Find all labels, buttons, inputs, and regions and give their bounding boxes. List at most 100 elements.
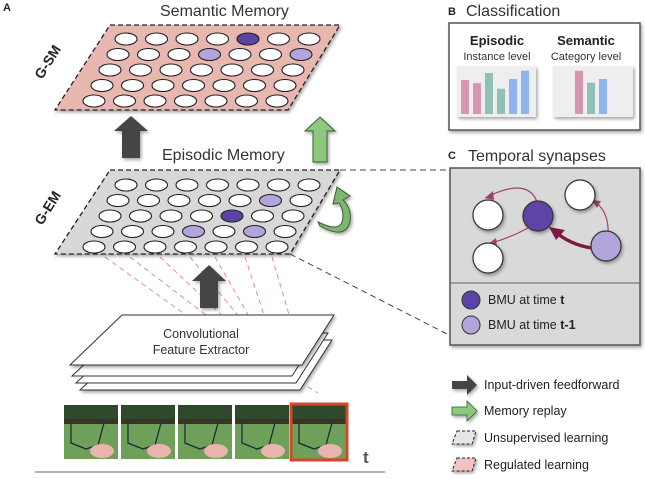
- video-frame: [121, 405, 175, 459]
- semantic-bars: [575, 70, 607, 114]
- node-neutral: [472, 242, 504, 274]
- grid-node: [181, 78, 206, 93]
- zoom-projection-lines: [289, 169, 460, 339]
- grid-node: [143, 240, 167, 254]
- green-arrow-icon: [451, 400, 478, 422]
- grid-node: [234, 240, 259, 254]
- grid-node: [173, 240, 198, 254]
- panel-b-letter: B: [448, 6, 456, 18]
- grid-node: [106, 193, 130, 208]
- grid-node: [159, 209, 183, 223]
- legend-label: Input-driven feedforward: [484, 378, 620, 392]
- grid-node: [98, 63, 122, 77]
- grid-node: [234, 94, 259, 108]
- grid-node: [98, 209, 122, 223]
- glasses-shape: [184, 422, 219, 450]
- grid-node: [212, 224, 236, 239]
- frame-hedge: [235, 405, 289, 419]
- grid-node: [258, 47, 283, 62]
- glasses-shape: [70, 422, 105, 450]
- classification-title: Classification: [466, 3, 560, 20]
- legend-label: Regulated learning: [484, 458, 589, 472]
- grid-node: [189, 63, 214, 77]
- video-frame: [178, 405, 232, 459]
- grid-node: [90, 224, 114, 239]
- grid-node: [228, 193, 252, 208]
- legend-memory-replay: Memory replay: [484, 404, 567, 418]
- legend-label: Unsupervised learning: [484, 431, 609, 445]
- glasses-shape: [298, 422, 333, 450]
- grid-node-bmu-t-minus-1: [242, 224, 267, 239]
- classification-bar: [599, 79, 607, 114]
- classification-bar: [587, 82, 595, 114]
- grid-node: [205, 178, 230, 192]
- synapse-arrows: [484, 187, 609, 250]
- feedforward-arrow-upper: [114, 116, 148, 158]
- grid-node: [144, 32, 169, 46]
- bmu-t-legend-swatch: [461, 290, 481, 310]
- hand-shape: [90, 444, 114, 458]
- video-frame: [64, 405, 118, 459]
- semantic-memory-title: Semantic Memory: [160, 3, 289, 20]
- frame-hedge: [121, 405, 175, 419]
- frame-wall: [235, 419, 289, 424]
- grid-node: [281, 209, 305, 223]
- grid-node-bmu-t: [236, 32, 260, 46]
- semantic-subheading: Category level: [551, 51, 621, 63]
- dark-arrow-icon: [452, 375, 477, 395]
- episodic-nodes: [82, 178, 321, 254]
- hand-shape: [204, 444, 228, 458]
- grid-node: [82, 240, 106, 254]
- grid-node: [297, 32, 321, 46]
- episodic-memory-title: Episodic Memory: [162, 147, 285, 164]
- g-em-label: G-EM: [31, 188, 64, 227]
- recurrent-replay-arrow: [316, 186, 351, 233]
- semantic-memory-plane: [53, 24, 342, 111]
- grid-node: [273, 224, 297, 239]
- feedforward-arrow-lower: [192, 265, 226, 308]
- grid-node-bmu-t-minus-1: [197, 47, 222, 62]
- grid-node: [265, 94, 289, 108]
- grid-node: [220, 63, 244, 77]
- legend-label: Memory replay: [484, 404, 567, 418]
- grid-node: [204, 240, 228, 254]
- grid-node: [297, 178, 321, 192]
- grid-node: [189, 209, 214, 223]
- grid-node: [266, 178, 291, 192]
- grid-node: [281, 63, 305, 77]
- classification-bar: [509, 79, 517, 114]
- video-frame: [289, 402, 349, 462]
- node-neutral: [564, 179, 596, 211]
- grid-node: [205, 32, 230, 46]
- grid-node: [120, 78, 145, 93]
- node-neutral: [472, 199, 504, 231]
- grid-node: [120, 224, 145, 239]
- grid-node-bmu-t-minus-1: [181, 224, 206, 239]
- frame-hedge: [292, 405, 346, 419]
- grid-node-bmu-t-minus-1: [258, 193, 283, 208]
- node-bmu-t: [522, 200, 554, 232]
- glasses-shape: [241, 422, 276, 450]
- grid-node: [136, 47, 161, 62]
- grid-node: [114, 32, 138, 46]
- grid-node: [112, 94, 137, 108]
- episodic-subheading: Instance level: [463, 51, 530, 63]
- grid-node: [266, 32, 291, 46]
- grid-node: [175, 178, 199, 192]
- temporal-synapses-title: Temporal synapses: [468, 148, 606, 165]
- grid-node: [151, 224, 175, 239]
- grid-node: [236, 178, 260, 192]
- grid-node: [212, 78, 236, 93]
- legend-feedforward: Input-driven feedforward: [484, 378, 620, 392]
- video-frame: [235, 405, 289, 459]
- grid-node: [136, 193, 161, 208]
- grid-node: [173, 94, 198, 108]
- grid-node: [114, 178, 138, 192]
- g-sm-label: G-SM: [31, 42, 64, 81]
- grid-node: [250, 63, 275, 77]
- episodic-memory-plane: [53, 169, 342, 255]
- feature-extractor-stack: [68, 314, 335, 391]
- grid-node: [242, 78, 267, 93]
- time-label: t: [363, 448, 369, 467]
- grid-node: [128, 209, 153, 223]
